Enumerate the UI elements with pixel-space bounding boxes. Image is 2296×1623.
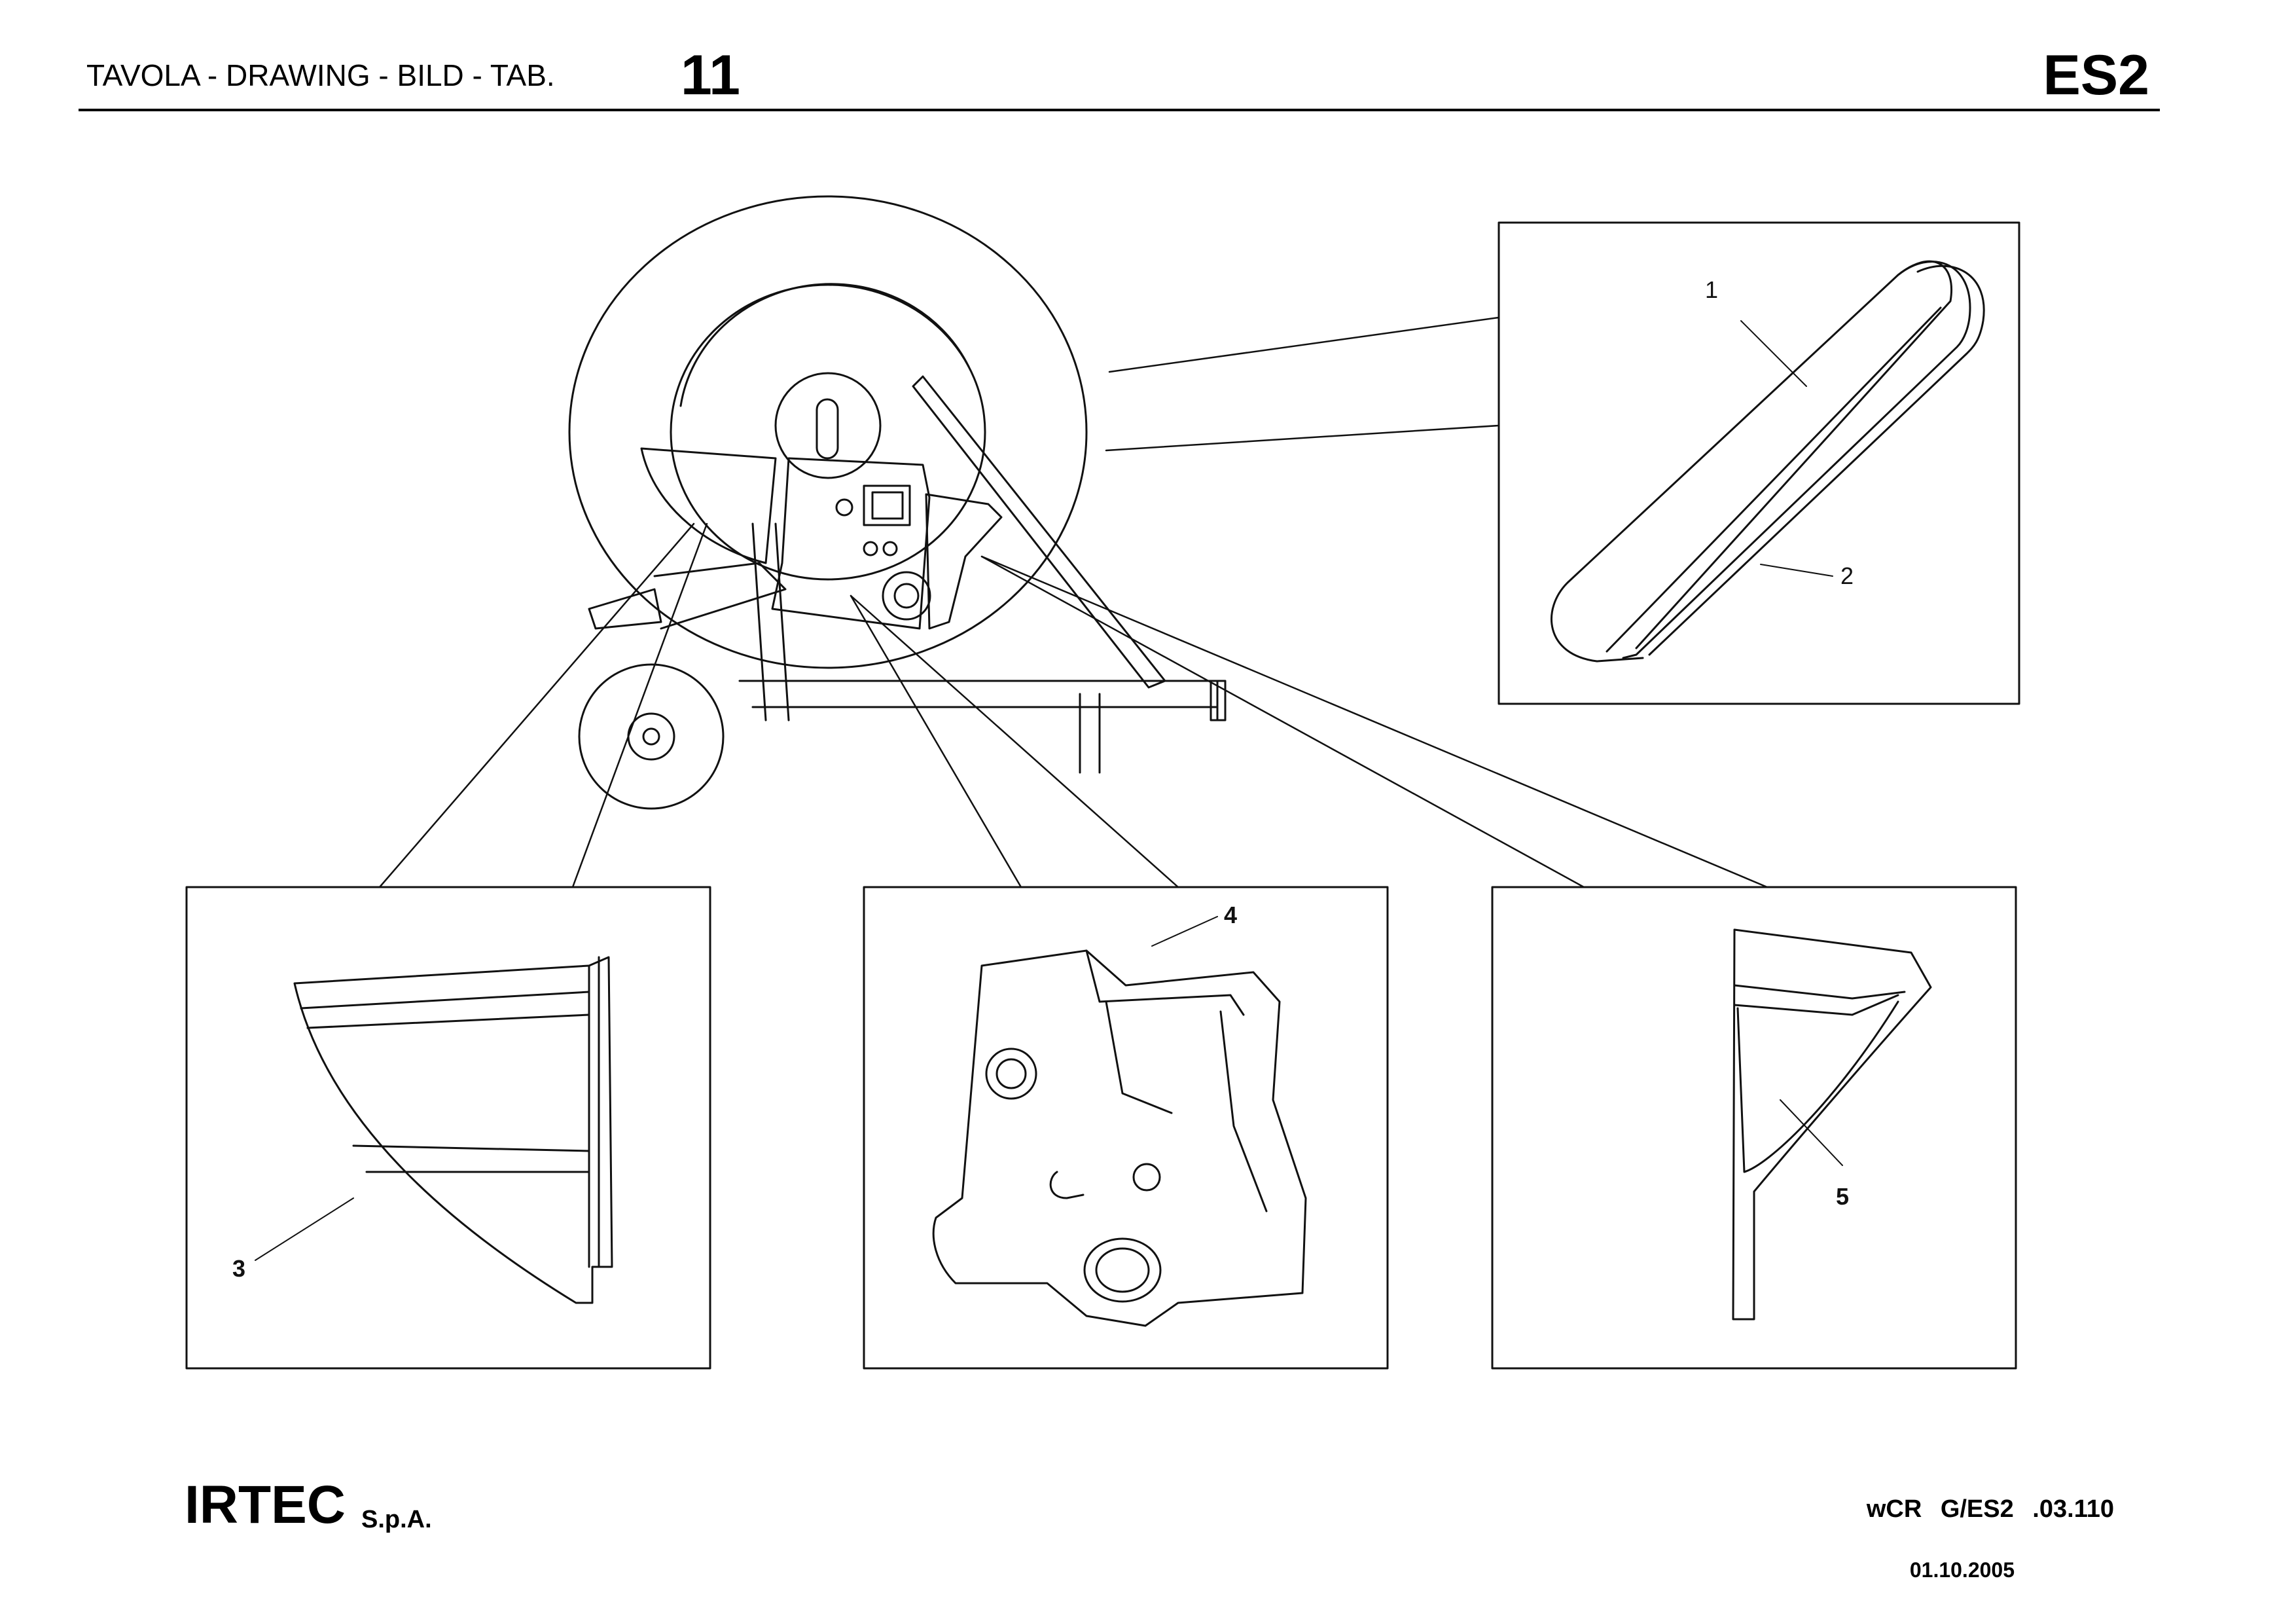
detail-box-part-4 (863, 886, 1389, 1370)
detail-box-parts-1-2 (1498, 221, 2020, 705)
company-suffix: S.p.A. (361, 1506, 432, 1533)
callout-4: 4 (1224, 902, 1237, 928)
company-name: IRTEC (185, 1475, 346, 1535)
callout-2: 2 (1840, 562, 1854, 589)
detail-box-part-5 (1491, 886, 2017, 1370)
leader-lines (378, 316, 1768, 888)
drawing-label: TAVOLA - DRAWING - BILD - TAB. (86, 58, 555, 92)
callout-labels: 1 2 3 4 5 (232, 276, 1854, 1282)
machine-overview (568, 195, 1227, 810)
callout-1: 1 (1705, 276, 1718, 303)
header-rule (79, 109, 2160, 111)
detail-box-part-3 (185, 886, 711, 1370)
document-date: 01.10.2005 (1909, 1558, 2015, 1582)
table-number: 11 (681, 44, 740, 107)
model-code: ES2 (2043, 44, 2149, 107)
document-reference: wCR G/ES2 .03.110 (1866, 1495, 2114, 1523)
callout-5: 5 (1836, 1183, 1849, 1210)
callout-3: 3 (232, 1255, 245, 1282)
